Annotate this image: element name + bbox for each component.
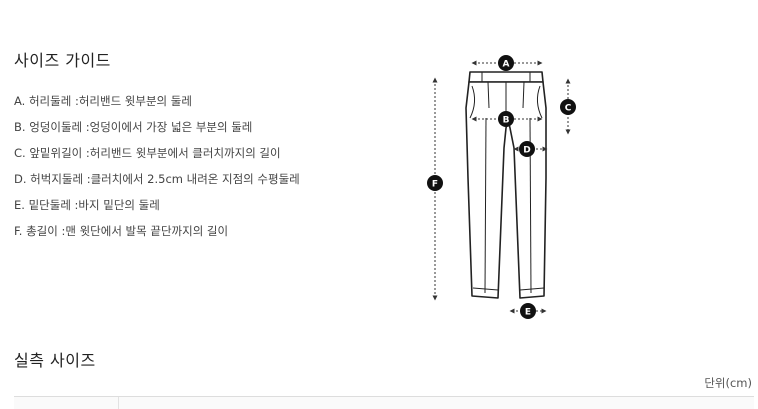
size-guide-item-total-length: F. 총길이 :맨 윗단에서 발목 끝단까지의 길이 [14,224,229,238]
svg-text:B: B [503,116,510,126]
badge-f: F [427,175,443,191]
size-guide-item-thigh: D. 허벅지둘레 :클러치에서 2.5cm 내려온 지점의 수평둘레 [14,172,300,186]
svg-text:F: F [432,180,438,190]
size-guide-list: A. 허리둘레 :허리밴드 윗부분의 둘레 B. 엉덩이둘레 :엉덩이에서 가장… [14,92,300,248]
svg-text:D: D [523,146,530,156]
svg-text:A: A [503,60,510,70]
badge-d: D [519,141,535,157]
size-table-header [14,396,754,409]
unit-label: 단위(cm) [704,376,752,390]
svg-text:C: C [565,104,572,114]
badge-b: B [498,111,514,127]
table-column-divider [118,397,119,409]
size-guide-item-hip: B. 엉덩이둘레 :엉덩이에서 가장 넓은 부분의 둘레 [14,120,253,134]
measured-size-title: 실측 사이즈 [14,351,96,370]
badge-e: E [520,303,536,319]
pants-icon: A B C D E F [427,55,576,319]
size-guide-item-hem: E. 밑단둘레 :바지 밑단의 둘레 [14,198,160,212]
size-guide-item-front-rise: C. 앞밑위길이 :허리밴드 윗부분에서 클러치까지의 길이 [14,146,281,160]
svg-text:E: E [525,308,531,318]
badge-a: A [498,55,514,71]
size-guide-title: 사이즈 가이드 [14,51,111,70]
pants-measurement-diagram: A B C D E F [418,48,588,324]
badge-c: C [560,99,576,115]
size-guide-item-waist: A. 허리둘레 :허리밴드 윗부분의 둘레 [14,94,192,108]
